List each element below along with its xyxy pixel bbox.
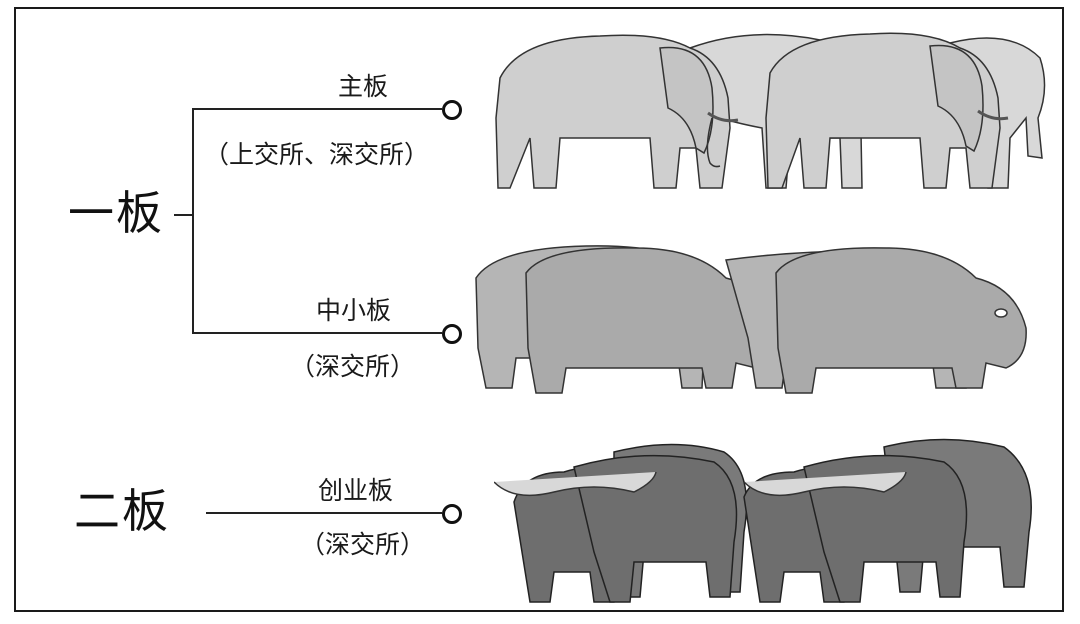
main-board-name: 主板 xyxy=(338,72,389,101)
tier-label-erban: 二板 xyxy=(74,484,170,538)
chinext-exchange: （深交所） xyxy=(300,530,426,559)
sme-board-exchange: （深交所） xyxy=(290,352,416,381)
buffalo-herd-icon xyxy=(494,438,1032,603)
chinext-node xyxy=(442,504,462,524)
tier-label-yiban: 一板 xyxy=(68,186,164,240)
chinext-line xyxy=(206,512,442,514)
tier1-connector xyxy=(174,214,192,216)
main-board-line xyxy=(192,108,442,110)
hippo-herd-icon xyxy=(475,245,1027,394)
sme-board-line xyxy=(192,332,442,334)
chinext-board-name: 创业板 xyxy=(318,476,394,505)
sme-board-name: 中小板 xyxy=(316,296,392,325)
sme-board-node xyxy=(442,324,462,344)
main-board-node xyxy=(442,100,462,120)
tier1-bracket xyxy=(192,108,194,333)
main-board-exchange: （上交所、深交所） xyxy=(204,140,430,169)
elephant-herd-icon xyxy=(495,32,1046,189)
